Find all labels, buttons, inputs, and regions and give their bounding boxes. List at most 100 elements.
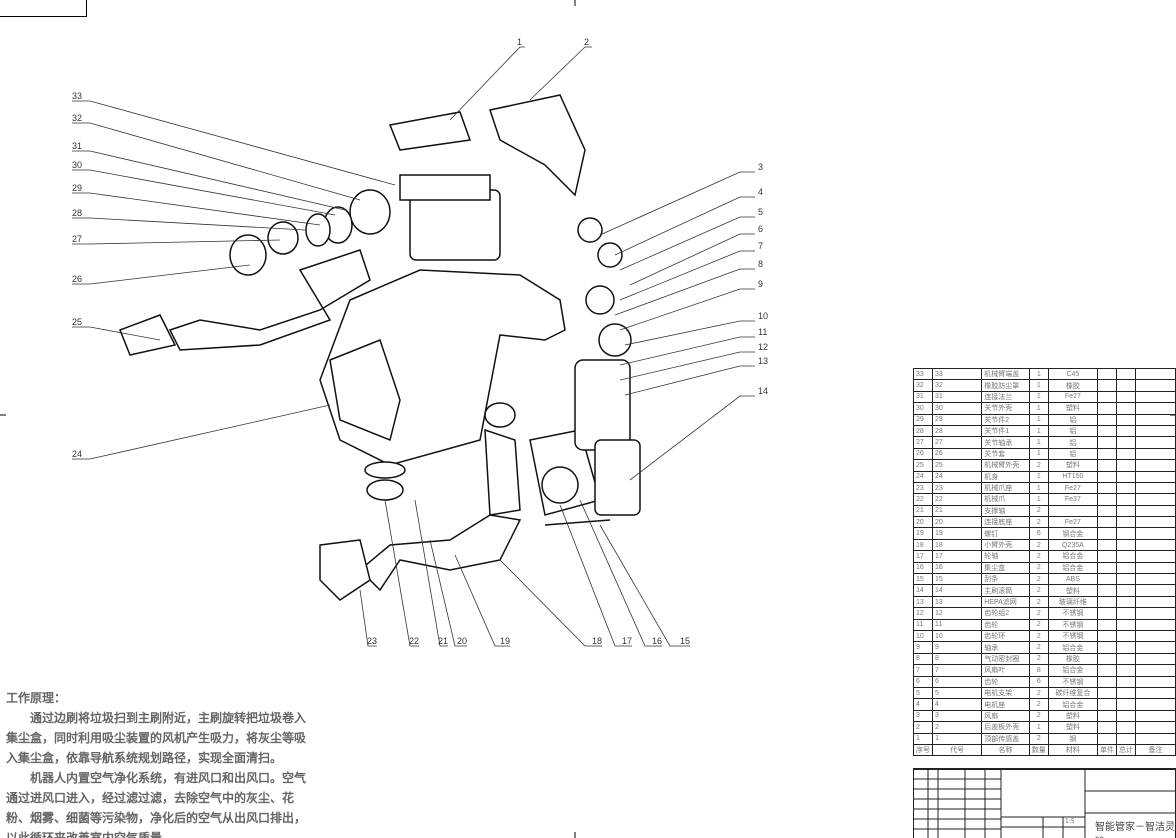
empty-cell [1116, 424, 1136, 438]
item-code: 13 [931, 595, 983, 609]
callout-22: 22 [409, 636, 419, 646]
empty-cell [1097, 686, 1117, 700]
empty-cell [1097, 504, 1117, 518]
callout-3: 3 [758, 162, 763, 172]
item-material: 铝合金 [1047, 698, 1099, 711]
item-qty: 1 [1028, 493, 1049, 506]
callout-8: 8 [758, 259, 763, 269]
empty-cell [1135, 493, 1176, 506]
item-name: 连接底座 [981, 516, 1030, 529]
callout-1: 1 [517, 37, 522, 47]
callout-18: 18 [592, 636, 602, 646]
header-index: 序号 [913, 743, 933, 757]
empty-cell [1135, 447, 1176, 461]
empty-cell [1135, 686, 1176, 700]
callout-33: 33 [72, 91, 82, 101]
item-name: 小臂外壳 [981, 538, 1030, 552]
item-qty: 2 [1028, 629, 1049, 643]
empty-cell [1116, 481, 1136, 495]
item-index: 20 [913, 516, 933, 529]
item-qty: 1 [1028, 413, 1049, 426]
scale-value: 1:5 [1065, 818, 1075, 825]
item-name: 风扇 [981, 709, 1030, 723]
drawing-title: 智能管家－智洁灵眸 [1095, 822, 1175, 838]
empty-cell [1135, 379, 1176, 392]
item-material: 钢 [1047, 732, 1099, 745]
empty-cell [1097, 413, 1117, 426]
item-index: 3 [913, 709, 933, 723]
item-material: C45 [1047, 367, 1099, 381]
empty-cell [1135, 470, 1176, 483]
empty-cell [1116, 447, 1136, 461]
item-index: 31 [913, 390, 933, 404]
item-code: 15 [931, 573, 983, 586]
item-name: 关节件2 [981, 413, 1030, 426]
empty-cell [1135, 675, 1176, 688]
callout-25: 25 [72, 317, 82, 327]
callout-17: 17 [622, 636, 632, 646]
item-name: 关节轴承 [981, 436, 1030, 449]
item-code: 25 [931, 459, 983, 472]
empty-cell [1116, 664, 1136, 677]
empty-cell [1116, 607, 1136, 620]
callout-6: 6 [758, 224, 763, 234]
principle-para-1: 通过边刷将垃圾扫到主刷附近，主刷旋转把垃圾卷入集尘盒，同时利用吸尘装置的风机产生… [6, 711, 307, 765]
empty-cell [1116, 675, 1136, 688]
empty-cell [1097, 618, 1117, 632]
empty-cell [1097, 516, 1117, 529]
item-code: 14 [931, 584, 983, 597]
empty-cell [1097, 698, 1117, 711]
callout-13: 13 [758, 356, 768, 366]
item-qty: 2 [1028, 561, 1049, 575]
item-name: 后盖板外壳 [981, 721, 1030, 734]
empty-cell [1116, 732, 1136, 745]
item-code: 17 [931, 550, 983, 563]
callout-10: 10 [758, 311, 768, 321]
item-code: 21 [931, 504, 983, 518]
item-qty: 2 [1028, 686, 1049, 700]
item-qty: 2 [1028, 584, 1049, 597]
item-qty: 1 [1028, 436, 1049, 449]
empty-cell [1097, 447, 1117, 461]
item-material: 铝合金 [1047, 664, 1099, 677]
item-index: 21 [913, 504, 933, 518]
callout-2: 2 [584, 37, 589, 47]
empty-cell [1135, 550, 1176, 563]
empty-cell [1116, 618, 1136, 632]
item-qty: 2 [1028, 607, 1049, 620]
callout-15: 15 [680, 636, 690, 646]
item-qty: 2 [1028, 618, 1049, 632]
callout-16: 16 [652, 636, 662, 646]
empty-cell [1116, 470, 1136, 483]
item-name: 螺钉 [981, 527, 1030, 540]
item-code: 1 [931, 732, 983, 745]
item-index: 23 [913, 481, 933, 495]
item-material: 碳纤维复合 [1047, 686, 1099, 700]
item-code: 8 [931, 652, 983, 666]
callout-5: 5 [758, 207, 763, 217]
item-qty: 2 [1028, 550, 1049, 563]
item-qty: 2 [1028, 595, 1049, 609]
empty-cell [1116, 402, 1136, 415]
item-qty: 8 [1028, 664, 1049, 677]
item-name: 机械爪 [981, 493, 1030, 506]
empty-cell [1116, 459, 1136, 472]
item-material: 橡胶 [1047, 379, 1099, 392]
item-code: 18 [931, 538, 983, 552]
bom-header-row: 序号 代号 名称 数量 材料 单件 总计 备注 [913, 743, 1176, 757]
empty-cell [1116, 629, 1136, 643]
item-index: 7 [913, 664, 933, 677]
